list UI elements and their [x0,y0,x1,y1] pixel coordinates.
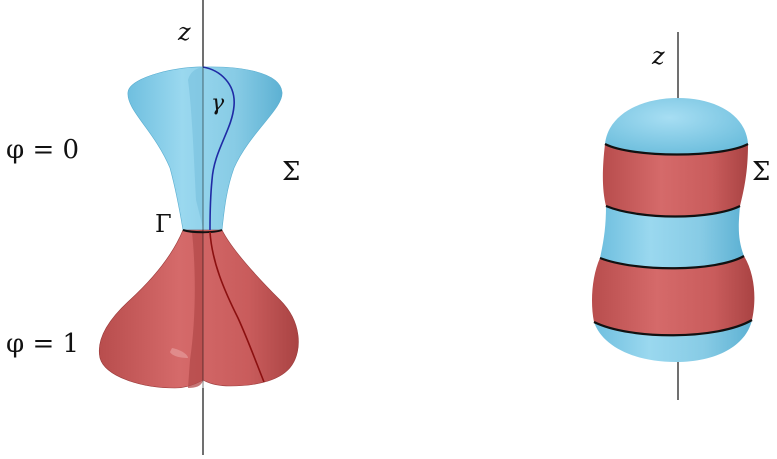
right-surface-label: Σ [752,157,770,187]
left-interface-label: Γ [155,210,172,238]
right-top-cap-blue [605,98,748,155]
left-upper-blue-surface [127,66,283,231]
right-blue-band-middle [600,206,744,269]
left-gamma-curve-blue [202,66,235,231]
right-boundary-3 [599,255,745,270]
right-boundary-2 [605,204,741,218]
left-red-highlight [170,348,188,358]
right-bottom-cap-blue [594,320,752,362]
right-axis-label: z [651,42,665,70]
left-axis-label: z [177,18,191,46]
right-boundary-4 [593,319,753,337]
left-lower-phase-label: φ = 1 [6,329,79,359]
right-red-band-lower [592,256,755,336]
left-lower-red-cutplane [188,230,203,388]
right-red-band-upper [602,144,748,217]
left-upper-phase-label: φ = 0 [6,135,79,165]
left-curve-label: γ [211,91,225,116]
right-figure: z Σ [592,32,770,400]
left-gamma-curve-red [209,231,265,383]
left-upper-blue-cutplane [188,67,203,228]
left-figure: z φ = 0 φ = 1 Γ γ Σ [6,0,300,455]
left-surface-label: Σ [282,157,300,187]
right-boundary-1 [604,143,749,156]
